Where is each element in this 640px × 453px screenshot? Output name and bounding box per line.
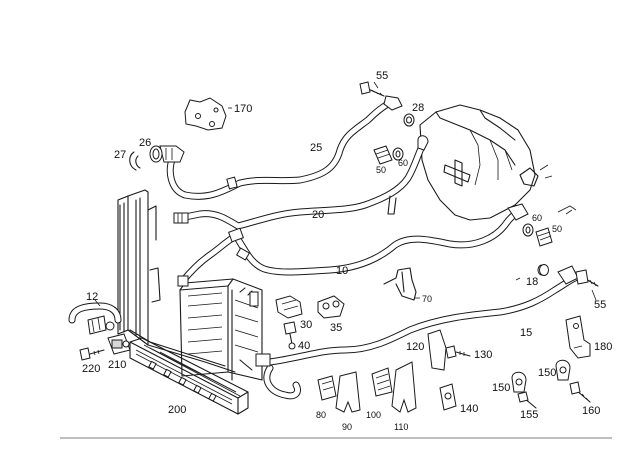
bolt-40 — [283, 321, 297, 350]
bracket-180 — [565, 315, 591, 359]
label-200: 200 — [168, 404, 186, 416]
bracket-110 — [391, 361, 417, 413]
label-55-right: 55 — [594, 299, 606, 311]
clamp-80 — [317, 375, 337, 401]
ring-18 — [539, 264, 549, 276]
label-10: 10 — [336, 265, 348, 277]
clamp-140 — [439, 383, 457, 411]
radiator — [117, 189, 236, 381]
bracket-170 — [184, 97, 227, 131]
ring-28 — [403, 113, 415, 127]
label-180: 180 — [594, 341, 612, 353]
label-60-right: 60 — [532, 213, 542, 223]
clamp-150-right — [555, 359, 571, 381]
label-170: 170 — [234, 103, 252, 115]
label-140: 140 — [460, 403, 478, 415]
line-10 — [177, 203, 529, 287]
bracket-70 — [383, 267, 417, 301]
bolt-160 — [569, 381, 591, 403]
bolt-130 — [445, 345, 471, 359]
label-120: 120 — [406, 341, 424, 353]
label-55-top: 55 — [376, 70, 388, 82]
bracket-120 — [427, 329, 447, 371]
leader-lines — [94, 81, 597, 349]
fitting-50-60-upper — [373, 145, 404, 165]
bolt-55-right — [575, 269, 599, 287]
connector-210 — [107, 333, 131, 355]
label-12: 12 — [86, 291, 98, 303]
line-25 — [159, 95, 403, 200]
label-30: 30 — [300, 319, 312, 331]
label-15: 15 — [520, 327, 532, 339]
clamp-150-left — [511, 371, 527, 393]
hose-12 — [68, 302, 122, 335]
oil-cooler — [129, 337, 249, 415]
label-60-upper: 60 — [398, 158, 408, 168]
label-20: 20 — [312, 209, 324, 221]
clamp-30 — [275, 295, 303, 319]
label-110: 110 — [394, 422, 408, 432]
fitting-50-60-right — [522, 205, 577, 247]
label-50-upper: 50 — [376, 165, 386, 175]
label-160: 160 — [582, 405, 600, 417]
label-130: 130 — [474, 349, 492, 361]
label-70: 70 — [422, 294, 432, 304]
label-80: 80 — [316, 410, 326, 420]
transmission — [419, 104, 553, 221]
label-220: 220 — [82, 363, 100, 375]
label-90: 90 — [342, 422, 352, 432]
bracket-90 — [335, 371, 361, 413]
label-26: 26 — [139, 137, 151, 149]
label-150-right: 150 — [538, 367, 556, 379]
line-20 — [173, 135, 429, 230]
part-labels: 55 170 28 26 27 25 50 60 20 60 50 10 18 … — [82, 70, 612, 432]
label-35: 35 — [330, 322, 342, 334]
bolt-55-top — [359, 81, 385, 97]
label-25: 25 — [310, 142, 322, 154]
clamp-100 — [371, 367, 393, 397]
label-150-left: 150 — [492, 382, 510, 394]
label-40: 40 — [298, 340, 310, 352]
clamp-35 — [317, 295, 345, 319]
bolt-155 — [517, 391, 537, 409]
label-210: 210 — [108, 359, 126, 371]
label-50-right: 50 — [552, 224, 562, 234]
label-18: 18 — [526, 276, 538, 288]
label-155: 155 — [520, 409, 538, 421]
condenser — [179, 278, 263, 381]
line-15 — [255, 264, 579, 400]
clip-27 — [129, 151, 141, 171]
label-27: 27 — [114, 149, 126, 161]
label-28: 28 — [412, 102, 424, 114]
ring-26 — [149, 145, 163, 163]
label-100: 100 — [366, 410, 381, 420]
bolt-220 — [79, 347, 105, 361]
